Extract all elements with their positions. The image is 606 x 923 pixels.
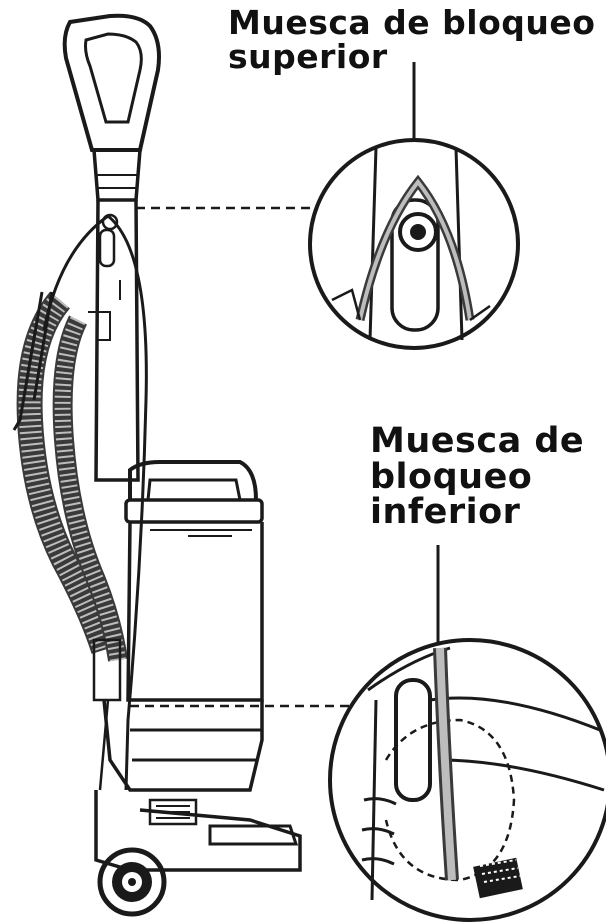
vacuum-base xyxy=(92,638,302,872)
upper-detail-circle xyxy=(308,138,520,350)
vacuum-handle xyxy=(62,13,161,152)
lower-lock-notch-label: Muesca de bloqueo inferior xyxy=(370,421,585,533)
lower-callout xyxy=(130,545,606,922)
lower-detail-contents xyxy=(361,646,605,901)
handle-tube xyxy=(92,149,142,202)
upper-lock-notch-label: Muesca de bloqueo superior xyxy=(228,3,596,76)
rear-wheel xyxy=(97,847,167,917)
upper-callout xyxy=(136,62,520,350)
vacuum-cleaner xyxy=(12,13,302,917)
water-tank xyxy=(124,460,264,702)
vacuum-column xyxy=(88,199,140,482)
upper-detail-contents xyxy=(331,147,491,341)
vacuum-hose xyxy=(12,214,148,791)
